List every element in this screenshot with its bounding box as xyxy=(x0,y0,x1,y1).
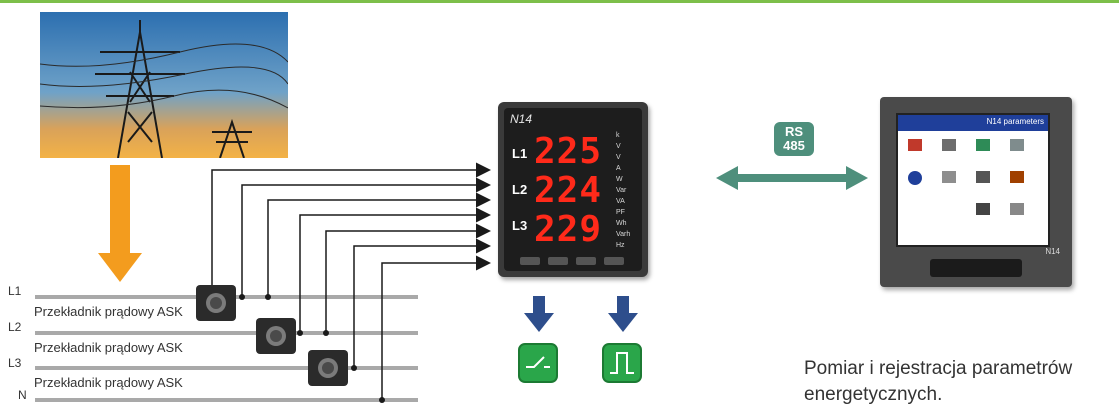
recorder-device: N14 parameters N14 xyxy=(880,97,1072,287)
recorder-logo: N14 xyxy=(1045,247,1060,256)
home-icon xyxy=(1010,171,1024,183)
rs485-badge: RS 485 xyxy=(774,122,814,156)
unit-9: Varh xyxy=(616,231,631,238)
unit-column: k V V A W Var VA PF Wh Varh Hz xyxy=(616,132,642,249)
meter-row-L1-value: 225 xyxy=(534,131,603,172)
top-rule xyxy=(0,0,1119,3)
pulse-output-symbol xyxy=(602,343,642,383)
link-icon xyxy=(976,171,990,183)
wire-1 xyxy=(211,162,491,290)
phase-label-N: N xyxy=(18,388,27,402)
orange-down-arrow xyxy=(98,165,142,282)
unit-10: Hz xyxy=(616,242,625,249)
unit-7: PF xyxy=(616,209,625,216)
unit-0: k xyxy=(616,132,620,139)
recorder-title-bar: N14 parameters xyxy=(898,115,1048,131)
rs485-double-arrow xyxy=(716,166,868,190)
recorder-window-title: N14 parameters xyxy=(986,117,1044,126)
wire-4 xyxy=(299,207,491,333)
caption-line-1: Pomiar i rejestracja parametrów xyxy=(804,358,1073,379)
current-transformer-2 xyxy=(256,318,296,354)
unit-4: W xyxy=(616,176,623,183)
unit-6: VA xyxy=(616,198,625,205)
ct-label-2: Przekładnik prądowy ASK xyxy=(34,340,183,355)
tools-icon xyxy=(1010,139,1024,151)
meter-row-L1-label: L1 xyxy=(512,146,528,161)
wire-2 xyxy=(241,177,491,297)
meter-row-L2-value: 224 xyxy=(534,170,603,211)
meter-button-2 xyxy=(548,257,568,265)
blue-arrow-pulse xyxy=(608,296,638,332)
unit-5: Var xyxy=(616,187,627,194)
caption: Pomiar i rejestracja parametrów energety… xyxy=(804,356,1114,408)
wire-7 xyxy=(381,255,491,400)
caption-line-2: energetycznych. xyxy=(804,384,943,405)
meter-bezel xyxy=(504,108,642,271)
recorder-screen: N14 parameters xyxy=(896,113,1050,247)
wire-5 xyxy=(325,223,491,333)
meter-button-3 xyxy=(576,257,596,265)
wire-3 xyxy=(267,192,491,297)
unit-1: V xyxy=(616,143,621,150)
unit-8: Wh xyxy=(616,220,627,227)
current-transformer-3 xyxy=(308,350,348,386)
n14-meter: N14 L1 225 L2 224 L3 229 k V V A W Var V… xyxy=(498,102,648,277)
wire-6 xyxy=(353,238,491,368)
current-transformer-1 xyxy=(196,285,236,321)
blue-arrow-relay xyxy=(524,296,554,332)
ct-label-1: Przekładnik prądowy ASK xyxy=(34,304,183,319)
relay-output-symbol xyxy=(518,343,558,383)
folder-icon xyxy=(942,171,956,183)
meter-button-1 xyxy=(520,257,540,265)
phase-label-L3: L3 xyxy=(8,356,22,370)
junction-dots xyxy=(239,294,385,403)
pulse-icon xyxy=(610,352,634,374)
switch-icon xyxy=(526,356,550,368)
window-icon xyxy=(976,203,990,215)
rs-label: RS xyxy=(784,124,804,139)
meter-buttons xyxy=(520,257,626,267)
device-icon xyxy=(942,139,956,151)
phase-label-L1: L1 xyxy=(8,284,22,298)
meter-button-4 xyxy=(604,257,624,265)
rs-number: 485 xyxy=(783,138,805,153)
phase-label-L2: L2 xyxy=(8,320,22,334)
chart-icon xyxy=(908,139,922,151)
recorder-icon-grid xyxy=(908,139,1038,235)
unit-3: A xyxy=(616,165,621,172)
info-icon xyxy=(908,171,922,185)
config-icon xyxy=(1010,203,1024,215)
unit-2: V xyxy=(616,154,621,161)
power-pylon-photo xyxy=(40,12,288,158)
meter-model: N14 xyxy=(510,112,533,126)
meter-row-L2-label: L2 xyxy=(512,182,528,197)
meter-row-L3-value: 229 xyxy=(534,209,603,250)
pylon-image xyxy=(40,12,288,158)
screen-icon xyxy=(976,139,990,151)
recorder-drive-slot xyxy=(930,259,1022,277)
meter-row-L3-label: L3 xyxy=(512,218,528,233)
ct-label-3: Przekładnik prądowy ASK xyxy=(34,375,183,390)
signal-wires xyxy=(211,162,491,400)
